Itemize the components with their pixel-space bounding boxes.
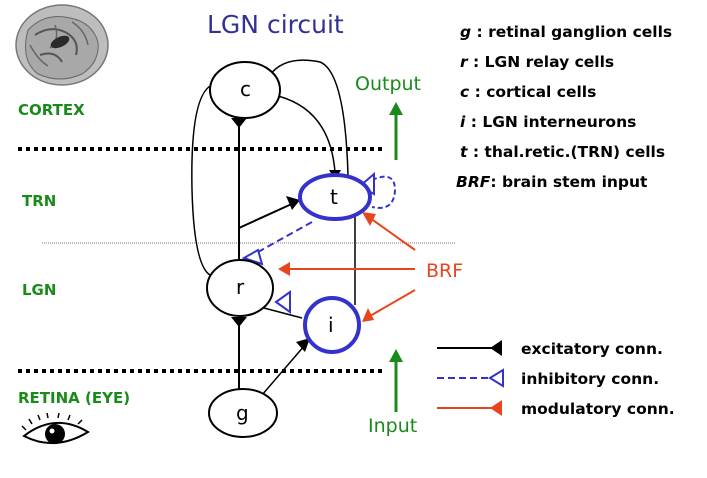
legend-excitatory-label: excitatory conn. (521, 340, 663, 358)
arrowhead-t-to-r (241, 248, 264, 266)
brf-label: BRF (426, 260, 463, 282)
node-c: c (209, 61, 281, 119)
legend-inhibitory-label: inhibitory conn. (521, 370, 659, 388)
arrowhead-brf-to-i (362, 308, 374, 322)
edge-c-to-t (277, 95, 336, 173)
layer-label-cortex: CORTEX (18, 101, 85, 119)
node-c-label: c (240, 77, 251, 101)
arrowhead-g-to-i (296, 338, 310, 352)
edge-c-to-r (191, 84, 213, 276)
layer-label-lgn: LGN (22, 281, 56, 299)
node-i-label: i (328, 313, 334, 337)
eye-icon (21, 412, 90, 445)
output-label: Output (355, 73, 421, 95)
node-i: i (303, 296, 361, 354)
edge-brf-to-i (369, 289, 416, 317)
edge-r-to-i (263, 307, 303, 319)
excitatory-arrow-icon (490, 340, 502, 356)
arrowhead-i-to-r (274, 290, 291, 314)
node-r-label: r (236, 275, 245, 299)
input-label: Input (368, 415, 417, 437)
modulatory-arrow-icon (490, 400, 502, 416)
node-r: r (206, 259, 274, 317)
arrowhead-into-c (231, 118, 247, 128)
layer-label-retina: RETINA (EYE) (18, 389, 130, 407)
legend-excitatory: excitatory conn. (437, 340, 663, 358)
key-row-c: c : cortical cells (460, 83, 596, 101)
arrowhead-r-to-t (286, 196, 300, 210)
arrowhead-into-r (231, 317, 247, 327)
edge-loop-t (269, 59, 349, 176)
legend-inhibitory: inhibitory conn. (437, 368, 659, 388)
output-arrowhead (389, 102, 403, 115)
arrowhead-brf-to-t (362, 212, 376, 226)
node-t-label: t (330, 185, 338, 209)
node-g: g (208, 388, 278, 438)
edge-brf-to-t (369, 217, 416, 251)
edge-t-to-r-inhibitory (257, 221, 313, 253)
symbol-key: g : retinal ganglion cells r : LGN relay… (456, 23, 672, 191)
arrowhead-brf-to-r (278, 262, 290, 276)
input-arrowhead (389, 349, 403, 362)
edge-r-to-t (238, 201, 297, 229)
connection-legend: excitatory conn. inhibitory conn. modula… (437, 340, 675, 418)
layer-label-trn: TRN (22, 192, 56, 210)
edge-t-self-inhibition (371, 175, 397, 209)
legend-modulatory-label: modulatory conn. (521, 400, 675, 418)
brain-icon (15, 4, 109, 86)
key-row-t: t : thal.retic.(TRN) cells (460, 143, 665, 161)
key-row-i: i : LGN interneurons (460, 113, 636, 131)
edge-g-to-i (261, 344, 306, 396)
key-row-brf: BRF: brain stem input (456, 173, 648, 191)
diagram-title: LGN circuit (207, 10, 344, 39)
node-g-label: g (236, 401, 249, 425)
key-row-r: r : LGN relay cells (460, 53, 614, 71)
node-t: t (298, 173, 372, 221)
key-row-g: g : retinal ganglion cells (460, 23, 672, 41)
legend-modulatory: modulatory conn. (437, 400, 675, 418)
inhibitory-arrow-icon (488, 368, 504, 388)
